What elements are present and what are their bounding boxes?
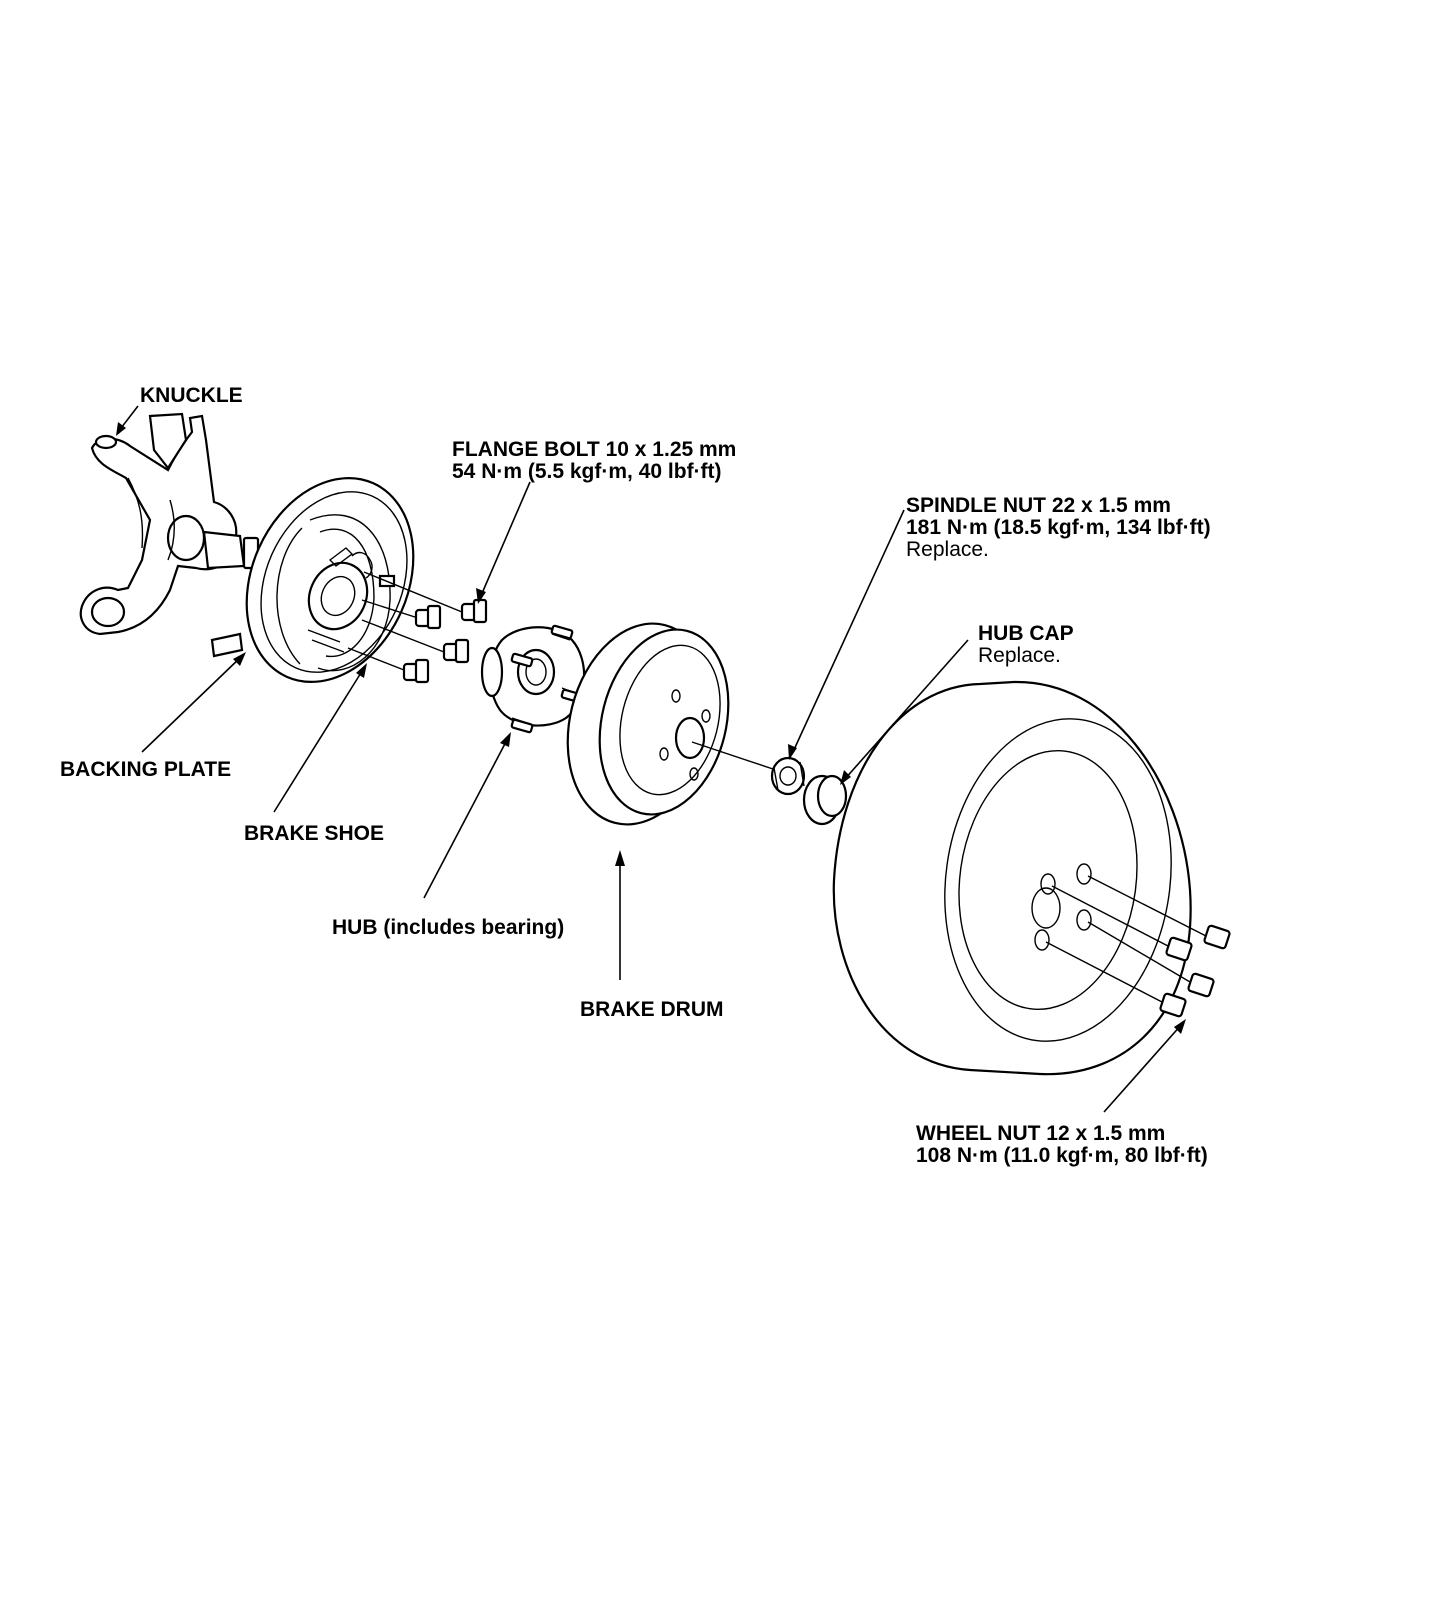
label-flange-bolt-torque: 54 N·m (5.5 kgf·m, 40 lbf·ft) — [452, 460, 722, 483]
flange-bolts — [347, 571, 488, 684]
wheel-part — [832, 680, 1192, 1076]
leader-flange-bolt — [476, 481, 531, 604]
hub-cap-part — [802, 774, 848, 826]
flange-bolt-4 — [347, 647, 430, 684]
label-wheel-nut-name: WHEEL NUT 12 x 1.5 mm — [916, 1122, 1165, 1145]
flange-bolt-1 — [363, 571, 488, 624]
label-brake-shoe: BRAKE SHOE — [244, 822, 384, 845]
label-hub: HUB (includes bearing) — [332, 916, 564, 939]
leader-hub-cap — [840, 639, 969, 785]
label-knuckle: KNUCKLE — [140, 384, 243, 407]
label-backing-plate: BACKING PLATE — [60, 758, 231, 781]
leader-brake-shoe — [273, 663, 367, 813]
leader-spindle-nut — [788, 509, 905, 760]
leader-backing-plate — [141, 652, 246, 753]
leader-hub — [423, 732, 511, 899]
spindle-nut-part — [770, 756, 806, 796]
wheel-nut-4 — [1045, 941, 1187, 1018]
leader-knuckle — [116, 405, 139, 436]
leader-brake-drum — [615, 850, 625, 980]
flange-bolt-2 — [361, 599, 442, 630]
wheel-nut-2 — [1051, 885, 1193, 962]
wheel-nut-1 — [1087, 875, 1231, 950]
label-brake-drum: BRAKE DRUM — [580, 998, 724, 1021]
knuckle-part — [79, 412, 260, 636]
label-spindle-nut-torque: 181 N·m (18.5 kgf·m, 134 lbf·ft) — [906, 516, 1211, 539]
brake-drum-part — [566, 622, 777, 826]
label-hub-cap-name: HUB CAP — [978, 622, 1074, 645]
leader-wheel-nut — [1103, 1019, 1186, 1113]
wheel-nuts — [1045, 875, 1231, 1018]
flange-bolt-3 — [361, 619, 470, 664]
label-wheel-nut-torque: 108 N·m (11.0 kgf·m, 80 lbf·ft) — [916, 1144, 1208, 1167]
label-spindle-nut-name: SPINDLE NUT 22 x 1.5 mm — [906, 494, 1171, 517]
hub-part — [480, 624, 586, 734]
label-spindle-nut-note: Replace. — [906, 538, 989, 561]
wheel-nut-3 — [1087, 921, 1215, 998]
label-flange-bolt-name: FLANGE BOLT 10 x 1.25 mm — [452, 438, 736, 461]
label-hub-cap-note: Replace. — [978, 644, 1061, 667]
